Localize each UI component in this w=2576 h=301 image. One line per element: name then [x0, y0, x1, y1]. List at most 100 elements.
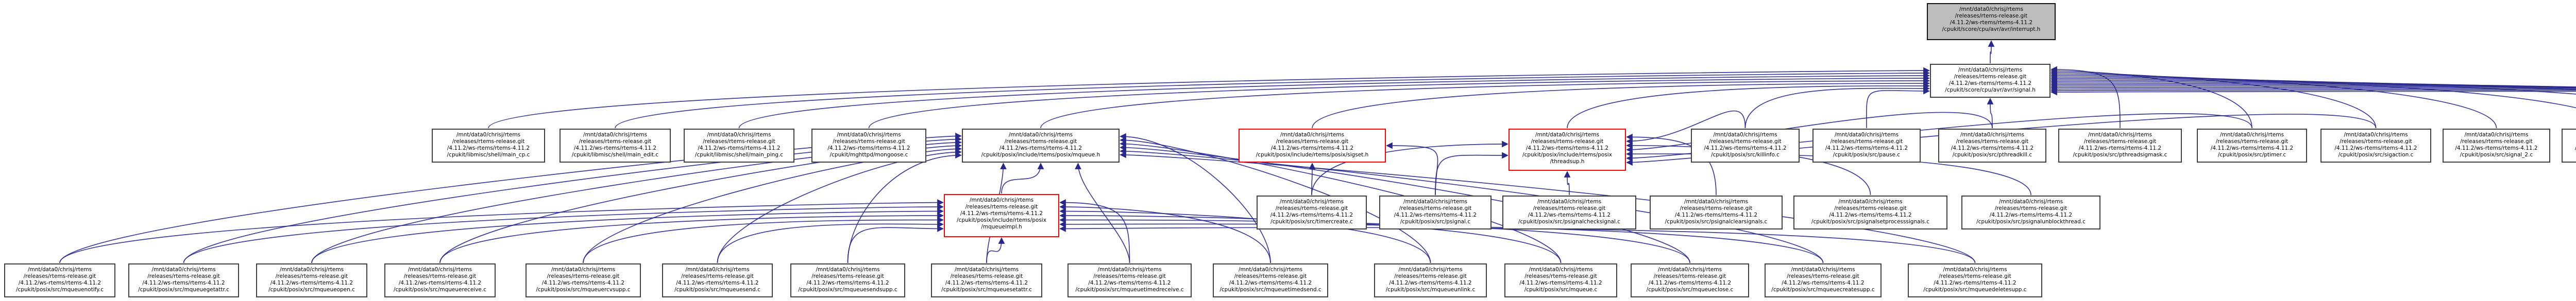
graph-node-label-line: /releases/rtems-release.git [1834, 205, 1907, 211]
include-edge-sigset_h-to-signal_h [1312, 80, 1930, 129]
graph-node-label-line: /4.11.2/ws-rtems/rtems-4.11.2 [698, 145, 781, 151]
graph-node-label-line: /mnt/data0/chrisj/rtems [1960, 132, 2025, 138]
graph-node-mqueuereceive[interactable]: /mnt/data0/chrisj/rtems/releases/rtems-r… [384, 263, 496, 297]
graph-node-label-line: /mnt/data0/chrisj/rtems [1838, 199, 1903, 205]
include-edge-ptimer-to-threadsup_h [1626, 113, 2252, 162]
graph-node-mqueuercvsupp[interactable]: /mnt/data0/chrisj/rtems/releases/rtems-r… [526, 263, 641, 297]
graph-node-label-line: /releases/rtems-release.git [1830, 138, 1903, 145]
graph-node-sigset_h[interactable]: /mnt/data0/chrisj/rtems/releases/rtems-r… [1239, 129, 1386, 163]
graph-node-label-line: /4.11.2/ws-rtems/rtems-4.11.2 [2455, 145, 2538, 151]
include-edge-mqueueclose-to-mqueue_h [1120, 144, 1690, 263]
graph-node-label-line: /cpukit/posix/src/ptimer.c [2217, 152, 2286, 158]
graph-node-mqueueopen[interactable]: /mnt/data0/chrisj/rtems/releases/rtems-r… [256, 263, 367, 297]
graph-node-signal_h[interactable]: /mnt/data0/chrisj/rtems/releases/rtems-r… [1930, 64, 2050, 98]
graph-node-label-line: /4.11.2/ws-rtems/rtems-4.11.2 [1528, 212, 1611, 218]
include-edge-signal_h-to-interrupt_h [1988, 40, 1995, 64]
graph-node-interrupt_h[interactable]: /mnt/data0/chrisj/rtems/releases/rtems-r… [1927, 3, 2056, 40]
graph-node-label-line: /releases/rtems-release.git [703, 138, 775, 145]
graph-node-psignal[interactable]: /mnt/data0/chrisj/rtems/releases/rtems-r… [1379, 196, 1492, 229]
include-edge-mqueuesetattr-to-mqueueimpl_h [986, 237, 1005, 263]
graph-node-main_cp[interactable]: /mnt/data0/chrisj/rtems/releases/rtems-r… [432, 129, 545, 163]
graph-node-label-line: /releases/rtems-release.git [1399, 205, 1472, 211]
graph-node-label-line: /cpukit/posix/include/rtems/posix/sigset… [1256, 152, 1369, 158]
graph-node-mqueuecreatesupp[interactable]: /mnt/data0/chrisj/rtems/releases/rtems-r… [1765, 263, 1882, 297]
graph-node-mqueuesetattr[interactable]: /mnt/data0/chrisj/rtems/releases/rtems-r… [931, 263, 1042, 297]
include-edge-mqueueopen-to-mqueueimpl_h [311, 208, 944, 263]
graph-node-label-line: /cpukit/posix/src/psignal.c [1400, 219, 1471, 225]
graph-node-sigaction[interactable]: /mnt/data0/chrisj/rtems/releases/rtems-r… [2320, 129, 2431, 163]
graph-node-label-line: /4.11.2/ws-rtems/rtems-4.11.2 [1229, 280, 1312, 286]
include-edge-main_edit-to-signal_h [615, 69, 1930, 129]
graph-node-label-line: /mnt/data0/chrisj/rtems [1958, 67, 2023, 73]
graph-node-psignalsetprocesssignals[interactable]: /mnt/data0/chrisj/rtems/releases/rtems-r… [1793, 196, 1947, 229]
include-edge-mqueuegetattr-to-mqueueimpl_h [183, 203, 944, 263]
graph-node-label-line: /threadsup.h [1550, 158, 1585, 165]
graph-node-pause[interactable]: /mnt/data0/chrisj/rtems/releases/rtems-r… [1812, 129, 1921, 163]
graph-node-main_edit[interactable]: /mnt/data0/chrisj/rtems/releases/rtems-r… [560, 129, 671, 163]
graph-node-label-line: /mnt/data0/chrisj/rtems [816, 267, 880, 273]
graph-node-label-line: /4.11.2/ws-rtems/rtems-4.11.2 [541, 280, 625, 286]
graph-node-label-line: /cpukit/posix/src/mqueuesend.c [674, 287, 760, 293]
graph-node-threadsup_h[interactable]: /mnt/data0/chrisj/rtems/releases/rtems-r… [1509, 129, 1626, 171]
graph-node-label-line: /cpukit/posix/src/signal_2.c [2460, 152, 2533, 158]
graph-node-psignalunblockthread[interactable]: /mnt/data0/chrisj/rtems/releases/rtems-r… [1961, 196, 2100, 229]
include-edge-mqueuereceive-to-mqueueimpl_h [439, 212, 944, 263]
graph-node-label-line: /cpukit/posix/src/mqueue.c [1524, 287, 1598, 293]
include-edge-threadsup_h-to-signal_h [1567, 82, 1930, 129]
graph-node-label-line: /releases/rtems-release.git [147, 273, 220, 279]
graph-node-sigpending[interactable]: /mnt/data0/chrisj/rtems/releases/rtems-r… [2562, 129, 2576, 163]
include-edge-pthreadkill-to-threadsup_h [1626, 112, 1993, 153]
graph-node-label-line: /4.11.2/ws-rtems/rtems-4.11.2 [2334, 145, 2417, 151]
graph-node-label-line: /mnt/data0/chrisj/rtems [151, 267, 216, 273]
graph-node-signal_2[interactable]: /mnt/data0/chrisj/rtems/releases/rtems-r… [2443, 129, 2550, 163]
graph-node-mqueuedeletesupp[interactable]: /mnt/data0/chrisj/rtems/releases/rtems-r… [1908, 263, 2042, 297]
graph-node-label-line: /mnt/data0/chrisj/rtems [1279, 199, 1344, 205]
graph-node-timercreate[interactable]: /mnt/data0/chrisj/rtems/releases/rtems-r… [1257, 196, 1367, 229]
graph-node-label-line: /mnt/data0/chrisj/rtems [408, 267, 472, 273]
graph-node-psignalclearsignals[interactable]: /mnt/data0/chrisj/rtems/releases/rtems-r… [1650, 196, 1783, 229]
graph-node-mqueuenotify[interactable]: /mnt/data0/chrisj/rtems/releases/rtems-r… [4, 263, 115, 297]
graph-node-label-line: /releases/rtems-release.git [1653, 273, 1726, 279]
graph-node-mongoose[interactable]: /mnt/data0/chrisj/rtems/releases/rtems-r… [811, 129, 926, 163]
graph-node-label-line: /mnt/data0/chrisj/rtems [685, 267, 750, 273]
graph-node-mqueue_h[interactable]: /mnt/data0/chrisj/rtems/releases/rtems-r… [962, 129, 1120, 163]
include-edge-psignal-to-sigset_h [1386, 142, 1438, 196]
graph-node-pthreadkill[interactable]: /mnt/data0/chrisj/rtems/releases/rtems-r… [1938, 129, 2046, 163]
graph-node-pthreadsigmask[interactable]: /mnt/data0/chrisj/rtems/releases/rtems-r… [2058, 129, 2182, 163]
graph-node-mqueuetimedreceive[interactable]: /mnt/data0/chrisj/rtems/releases/rtems-r… [1067, 263, 1192, 297]
graph-node-label-line: /releases/rtems-release.git [1275, 205, 1348, 211]
include-edge-mqueuedeletesupp-to-mqueue_h [1120, 151, 1976, 263]
graph-node-mqueue_c[interactable]: /mnt/data0/chrisj/rtems/releases/rtems-r… [1504, 263, 1617, 297]
graph-node-label-line: /mnt/data0/chrisj/rtems [1238, 267, 1303, 273]
graph-node-label-line: /mnt/data0/chrisj/rtems [2219, 132, 2284, 138]
include-edge-timertsr-to-signal_h [2050, 81, 2576, 88]
include-edge-mqueuereceive-to-mqueue_h [439, 142, 962, 263]
graph-node-label-line: /cpukit/posix/include/rtems/posix [957, 217, 1046, 223]
graph-node-label-line: /releases/rtems-release.git [1533, 205, 1606, 211]
graph-node-label-line: /releases/rtems-release.git [1787, 273, 1859, 279]
graph-node-label-line: /4.11.2/ws-rtems/rtems-4.11.2 [1270, 212, 1353, 218]
graph-node-mqueueunlink[interactable]: /mnt/data0/chrisj/rtems/releases/rtems-r… [1374, 263, 1487, 297]
graph-node-label-line: /4.11.2/ws-rtems/rtems-4.11.2 [1989, 212, 2073, 218]
include-edge-mqueuesend-to-mqueue_h [717, 149, 962, 263]
graph-node-killinfo[interactable]: /mnt/data0/chrisj/rtems/releases/rtems-r… [1691, 129, 1800, 163]
graph-node-label-line: /4.11.2/ws-rtems/rtems-4.11.2 [1648, 280, 1732, 286]
include-edge-ptimer-to-signal_h [2050, 67, 2252, 129]
graph-node-label-line: /mnt/data0/chrisj/rtems [1657, 267, 1722, 273]
graph-node-label-line: /mnt/data0/chrisj/rtems [2464, 132, 2529, 138]
graph-node-label-line: /4.11.2/ws-rtems/rtems-4.11.2 [270, 280, 353, 286]
graph-node-ptimer[interactable]: /mnt/data0/chrisj/rtems/releases/rtems-r… [2197, 129, 2307, 163]
graph-node-mqueueimpl_h[interactable]: /mnt/data0/chrisj/rtems/releases/rtems-r… [944, 194, 1059, 237]
graph-node-label-line: /cpukit/posix/src/mqueuecreatesupp.c [1771, 287, 1875, 293]
graph-node-label-line: /cpukit/posix/src/psignalchecksignal.c [1518, 219, 1620, 225]
include-edge-pppd_sys_rtems-to-signal_h [2050, 85, 2576, 93]
graph-node-mqueueclose[interactable]: /mnt/data0/chrisj/rtems/releases/rtems-r… [1631, 263, 1749, 297]
graph-node-label-line: /releases/rtems-release.git [2564, 138, 2576, 145]
graph-node-mqueuesendsupp[interactable]: /mnt/data0/chrisj/rtems/releases/rtems-r… [790, 263, 905, 297]
graph-node-mqueuegetattr[interactable]: /mnt/data0/chrisj/rtems/releases/rtems-r… [128, 263, 239, 297]
graph-node-main_ping[interactable]: /mnt/data0/chrisj/rtems/releases/rtems-r… [684, 129, 794, 163]
graph-node-psignalchecksignal[interactable]: /mnt/data0/chrisj/rtems/releases/rtems-r… [1502, 196, 1636, 229]
graph-node-mqueuesend[interactable]: /mnt/data0/chrisj/rtems/releases/rtems-r… [662, 263, 773, 297]
include-edge-mqueue_h-to-signal_h [1040, 77, 1930, 129]
graph-node-mqueuetimedsend[interactable]: /mnt/data0/chrisj/rtems/releases/rtems-r… [1213, 263, 1328, 297]
